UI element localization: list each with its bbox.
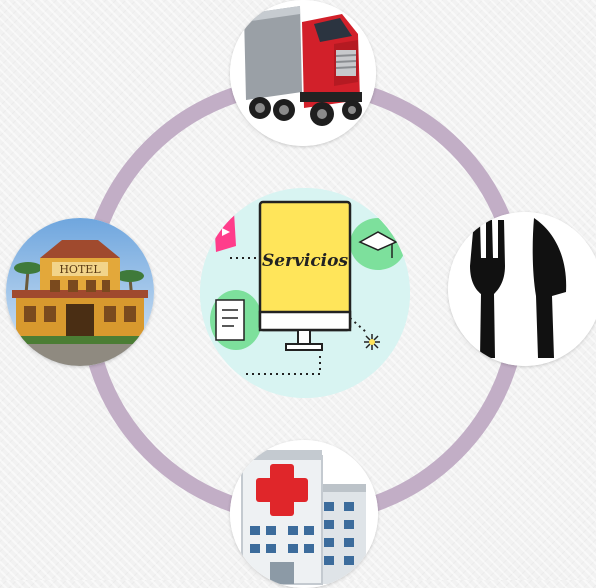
fork-knife-icon: [448, 212, 596, 366]
hotel-sign: HOTEL: [59, 263, 101, 276]
truck-node: [230, 0, 376, 146]
truck-icon: [230, 0, 376, 146]
hotel-icon: HOTEL: [6, 218, 154, 366]
restaurant-node: [448, 212, 596, 366]
monitor-illustration: Servicios: [200, 188, 410, 398]
center-label: Servicios: [262, 251, 349, 271]
hotel-node: HOTEL: [6, 218, 154, 366]
hospital-icon: [230, 440, 378, 588]
services-center-node: Servicios: [200, 188, 410, 398]
hospital-node: [230, 440, 378, 588]
